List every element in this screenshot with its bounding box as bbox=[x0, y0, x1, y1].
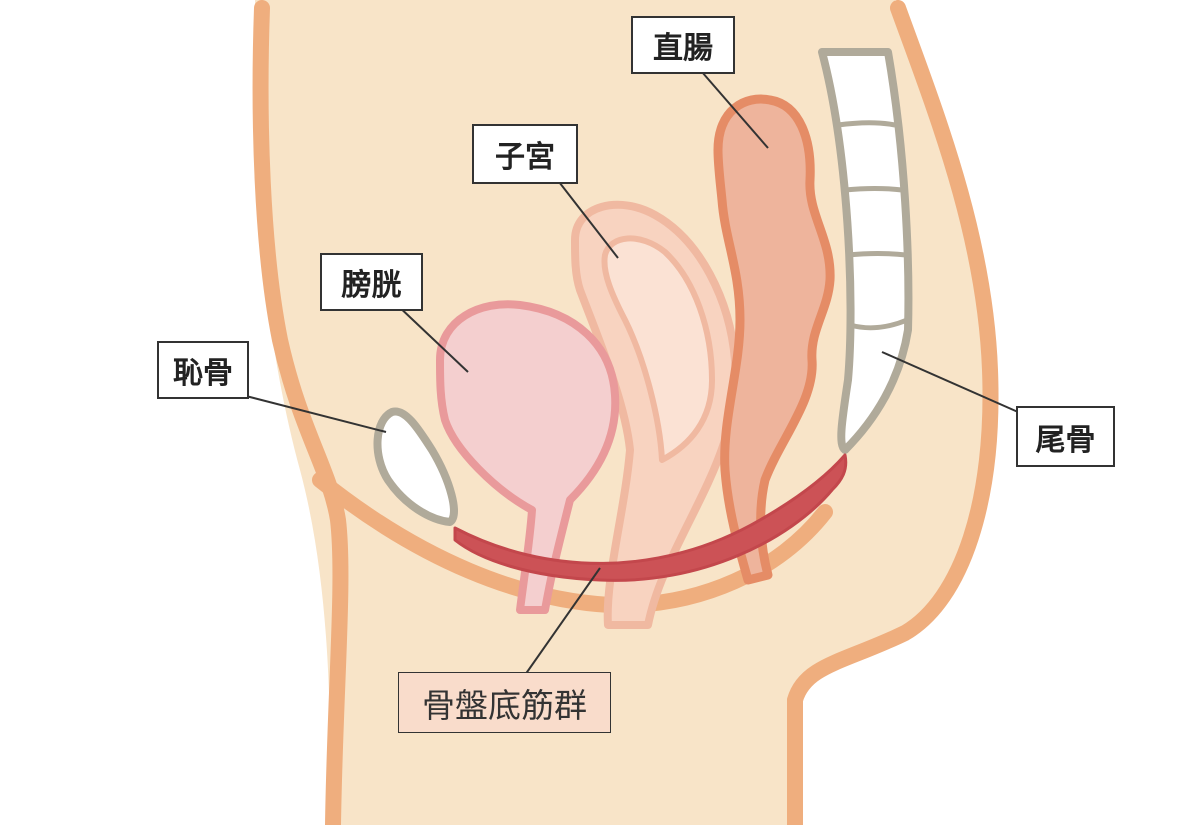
leader-rectum bbox=[701, 71, 769, 149]
label-coccyx: 尾骨 bbox=[1016, 406, 1115, 467]
back-outline bbox=[787, 0, 999, 825]
label-pubic-bone: 恥骨 bbox=[157, 341, 249, 399]
bladder-organ bbox=[436, 300, 620, 614]
label-rectum: 直腸 bbox=[631, 16, 735, 74]
rectum-organ bbox=[713, 94, 835, 585]
front-outline bbox=[252, 0, 349, 825]
pelvic-floor-muscle bbox=[453, 453, 848, 582]
leader-bladder bbox=[394, 302, 469, 373]
label-pelvic-floor: 骨盤底筋群 bbox=[398, 672, 611, 733]
leader-pelvic-floor bbox=[524, 567, 601, 676]
pubic-bone bbox=[373, 407, 458, 526]
label-bladder: 膀胱 bbox=[320, 253, 423, 311]
leader-uterus bbox=[555, 177, 619, 259]
coccyx-sacrum-bone bbox=[818, 48, 913, 454]
label-uterus: 子宮 bbox=[472, 124, 578, 184]
leader-coccyx bbox=[881, 351, 1019, 413]
leader-lines bbox=[241, 71, 1019, 676]
leader-pubic-bone bbox=[241, 394, 387, 433]
